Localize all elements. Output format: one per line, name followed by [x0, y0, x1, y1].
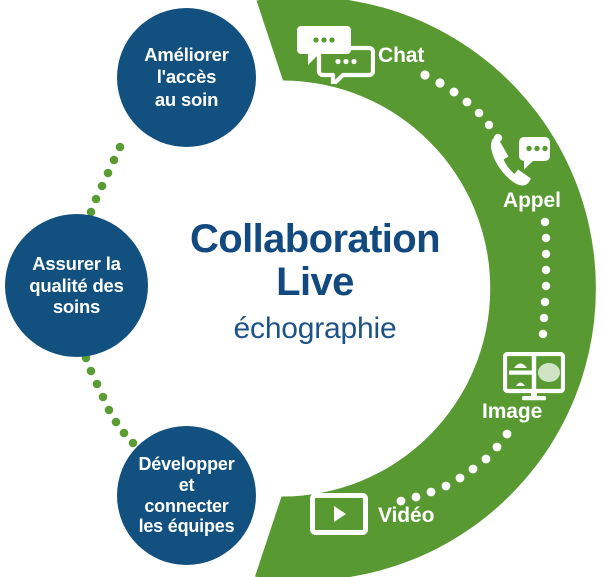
video-play-icon: [310, 493, 368, 535]
feature-label-appel: Appel: [503, 189, 561, 212]
pillar-circle-ameliorer-acces-au-soin[interactable]: Améliorer l'accès au soin: [117, 8, 256, 147]
dots-pillar-two-to-three: [81, 353, 138, 448]
chat-bubbles-icon: [297, 26, 375, 84]
monitor-ultrasound-image-icon: [503, 352, 565, 401]
pillar-circle-developper-connecter-les-equipes[interactable]: Développer et connecter les équipes: [117, 426, 256, 565]
dots-image-to-video: [396, 429, 512, 506]
pillar-label: Améliorer l'accès au soin: [144, 44, 229, 110]
pillar-label: Développer et connecter les équipes: [138, 454, 235, 537]
phone-call-icon: [491, 136, 550, 186]
pillar-label: Assurer la qualité des soins: [29, 252, 124, 318]
feature-label-image: Image: [482, 400, 543, 423]
dots-appel-to-image: [538, 217, 551, 339]
pillar-circle-assurer-qualite-des-soins[interactable]: Assurer la qualité des soins: [5, 214, 148, 357]
feature-label-chat: Chat: [378, 44, 425, 67]
feature-label-video: Vidéo: [378, 504, 435, 527]
